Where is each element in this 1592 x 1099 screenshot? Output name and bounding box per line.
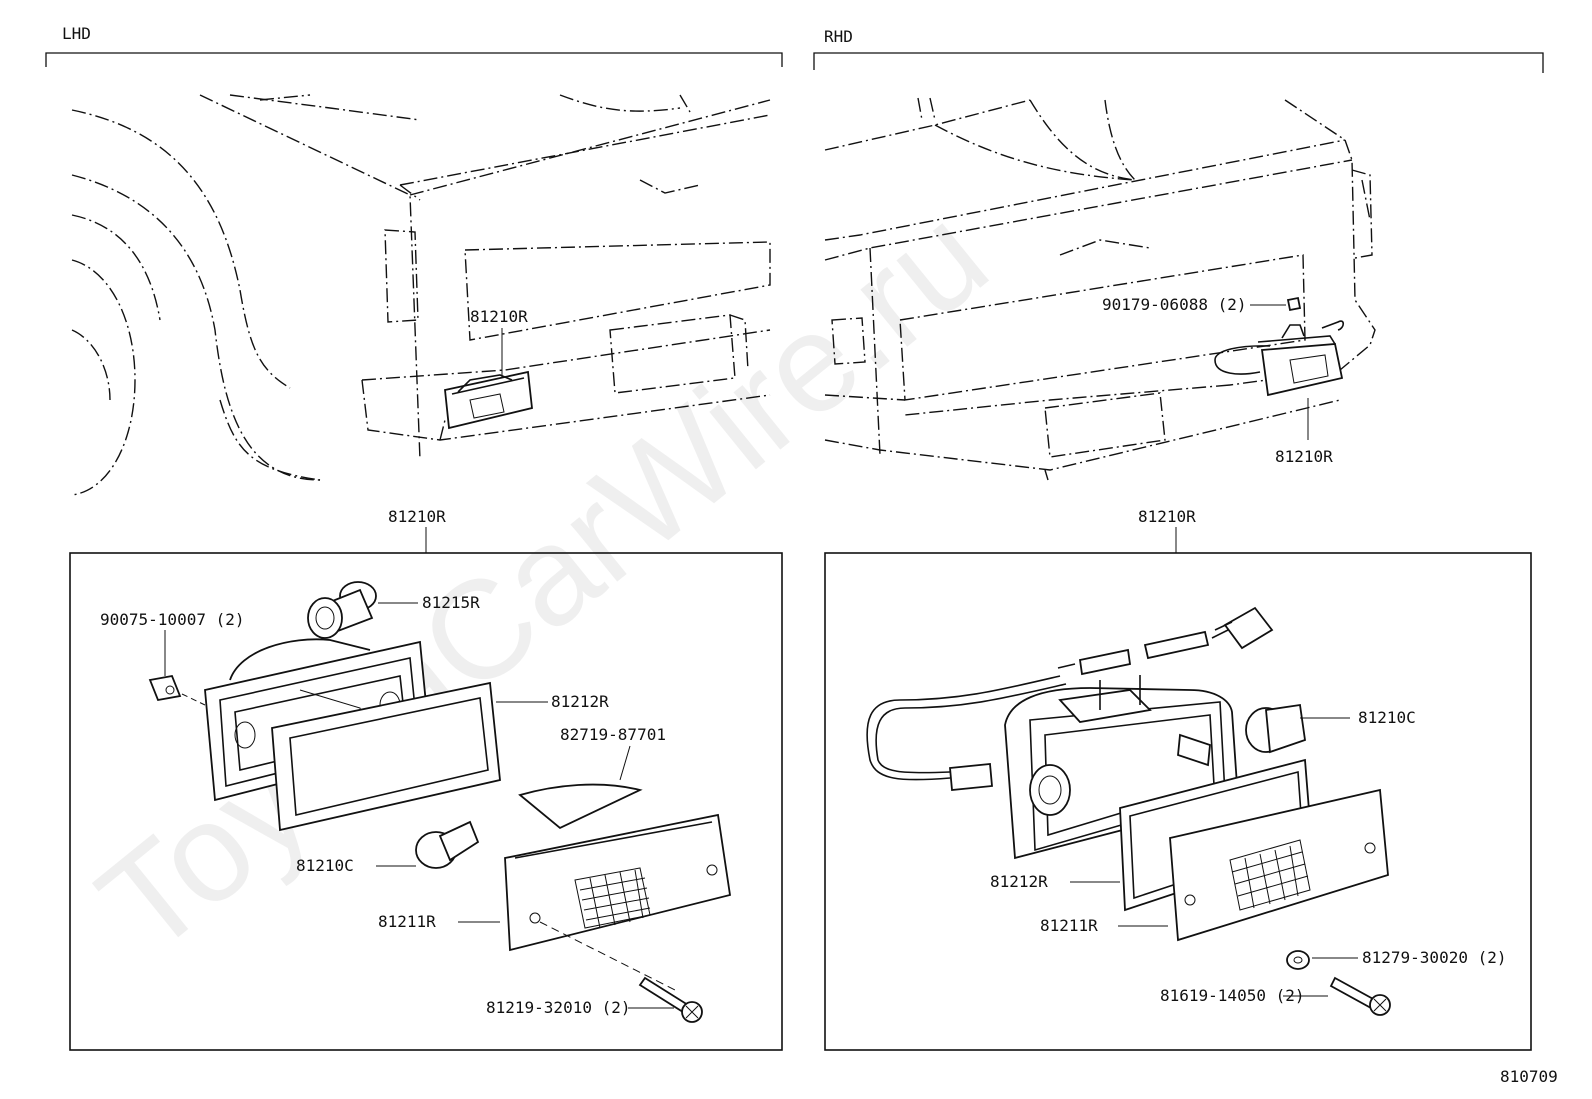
lhd-detail-box bbox=[69, 552, 783, 1051]
rhd-car-nut-label: 90179-06088 (2) bbox=[1102, 295, 1247, 314]
lhd-bulb-label: 81210C bbox=[296, 856, 354, 875]
rhd-section-header: RHD bbox=[813, 27, 1544, 73]
rhd-bulb bbox=[1245, 703, 1306, 754]
rhd-bulb-label: 81210C bbox=[1358, 708, 1416, 727]
lhd-car-callout-label: 81210R bbox=[470, 307, 528, 326]
lhd-car-outline bbox=[71, 94, 771, 496]
lhd-assembly-label: 81210R bbox=[388, 507, 446, 526]
rhd-washer bbox=[1286, 950, 1310, 970]
lhd-socket bbox=[307, 581, 377, 639]
lhd-socket-label: 81215R bbox=[422, 593, 480, 612]
rhd-lens-label: 81211R bbox=[1040, 916, 1098, 935]
lhd-nut-label: 90075-10007 (2) bbox=[100, 610, 245, 629]
lhd-gasket bbox=[271, 681, 501, 832]
lhd-car-side-lamp bbox=[444, 370, 533, 430]
rhd-screw bbox=[1329, 976, 1391, 1016]
lhd-lens-label: 81211R bbox=[378, 912, 436, 931]
lhd-reflector bbox=[518, 783, 643, 830]
lhd-lens bbox=[504, 813, 732, 952]
rhd-car-callout-label: 81210R bbox=[1275, 447, 1333, 466]
rhd-connector bbox=[1057, 606, 1274, 676]
lhd-screw-label: 81219-32010 (2) bbox=[486, 998, 631, 1017]
lhd-car-callout: 81210R bbox=[470, 307, 528, 378]
rhd-car-side-lamp bbox=[1214, 296, 1345, 397]
lhd-gasket-label: 81212R bbox=[551, 692, 609, 711]
rhd-gasket-label: 81212R bbox=[990, 872, 1048, 891]
rhd-car-nut-callout: 90179-06088 (2) bbox=[1102, 295, 1286, 314]
lhd-nut bbox=[148, 674, 182, 702]
rhd-screw-label: 81619-14050 (2) bbox=[1160, 986, 1305, 1005]
rhd-housing bbox=[1004, 675, 1239, 860]
rhd-detail-box bbox=[824, 552, 1532, 1051]
rhd-label: RHD bbox=[824, 27, 853, 46]
lhd-label: LHD bbox=[62, 24, 91, 43]
lhd-exploded-parts: 81215R 90075-10007 (2) 81212R 82719-8770… bbox=[100, 581, 732, 1023]
rhd-assembly-label: 81210R bbox=[1138, 507, 1196, 526]
figure-id: 810709 bbox=[1500, 1067, 1558, 1086]
rhd-car-callout: 81210R bbox=[1275, 398, 1333, 466]
lhd-bulb bbox=[415, 820, 480, 869]
rhd-exploded-parts: 81210C 81212R 81211R 81279-30020 (2) bbox=[866, 606, 1507, 1016]
rhd-lens bbox=[1169, 788, 1389, 942]
rhd-washer-label: 81279-30020 (2) bbox=[1362, 948, 1507, 967]
lhd-section-header: LHD bbox=[45, 24, 783, 67]
lhd-screw bbox=[638, 976, 703, 1023]
lhd-reflector-label: 82719-87701 bbox=[560, 725, 666, 744]
